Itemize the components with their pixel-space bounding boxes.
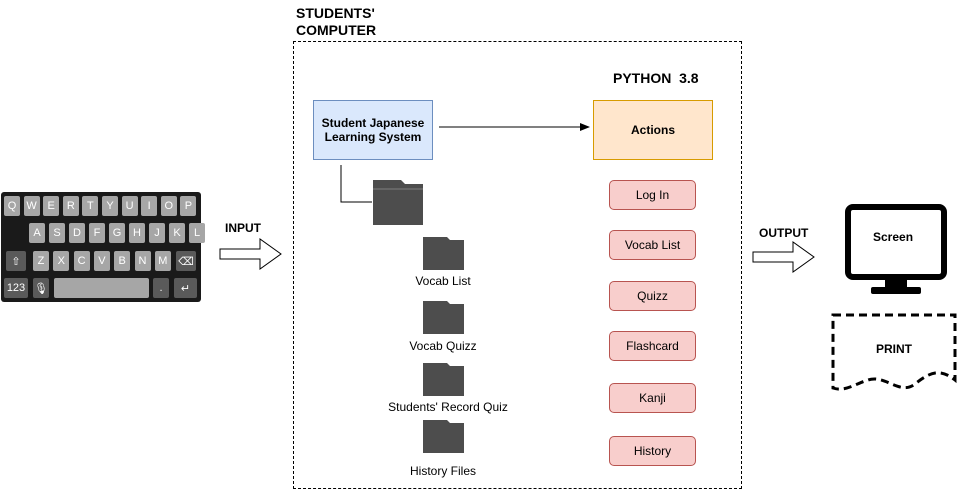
monitor-icon [845,204,947,294]
letter-key: Y [102,196,118,216]
python-version-label: PYTHON 3.8 [613,70,699,86]
letter-key: Z [33,251,49,271]
computer-title-line2: COMPUTER [296,22,377,38]
mic-key: 🎙 [33,278,49,298]
letter-key: K [169,223,185,243]
action-log-in: Log In [609,180,696,210]
print-label: PRINT [876,342,912,356]
letter-key: U [121,196,138,216]
action-kanji: Kanji [609,383,696,413]
input-arrow [219,238,282,270]
shift-key: ⇧ [6,251,26,271]
output-label: OUTPUT [759,226,809,240]
letter-key: C [73,251,90,271]
letter-key: M [154,251,171,271]
screen-label: Screen [873,230,914,244]
letter-key: H [129,223,145,243]
space-key [54,278,149,298]
input-label: INPUT [225,221,261,235]
action-flashcard: Flashcard [609,331,696,361]
main-folder-icon [373,180,423,225]
system-line1: Student Japanese [321,116,425,130]
letter-key: V [93,251,110,271]
letter-key: J [149,223,165,243]
letter-key: Q [4,196,20,216]
letter-key: S [49,223,65,243]
letter-key: X [53,251,70,271]
letter-key: A [29,223,45,243]
action-quizz: Quizz [609,281,696,311]
letter-key: I [141,196,158,216]
letter-key: T [82,196,99,216]
letter-key: N [134,251,151,271]
folder-label-history-files: History Files [409,464,476,478]
letter-key: D [69,223,85,243]
letter-key: E [43,196,60,216]
period-key: . [153,278,169,298]
students-computer-boundary [293,41,742,489]
numbers-key: 123 [4,278,28,298]
actions-box: Actions [593,100,713,160]
folder-icon [423,237,464,270]
return-key: ↵ [174,278,197,298]
letter-key: P [180,196,197,216]
system-to-folder-line [340,165,372,203]
letter-key: O [160,196,177,216]
folder-icon [423,420,464,453]
learning-system-box: Student Japanese Learning System [313,100,433,160]
computer-title-line1: STUDENTS' [296,5,375,21]
output-arrow [752,241,815,273]
action-history: History [609,436,696,466]
system-line2: Learning System [324,130,422,144]
folder-label-vocab-list: Vocab List [415,274,471,288]
actions-label: Actions [630,123,675,137]
letter-key: G [109,223,125,243]
letter-key: F [89,223,105,243]
letter-key: R [62,196,79,216]
backspace-key: ⌫ [176,251,196,271]
folder-icon [423,363,464,396]
folder-icon [423,301,464,334]
print-document-shape [831,313,957,391]
action-vocab-list: Vocab List [609,230,696,260]
folder-label-students-record-quiz: Students' Record Quiz [388,400,508,414]
folder-label-vocab-quizz: Vocab Quizz [409,339,477,353]
letter-key: B [114,251,131,271]
letter-key: W [23,196,40,216]
letter-key: L [189,223,205,243]
